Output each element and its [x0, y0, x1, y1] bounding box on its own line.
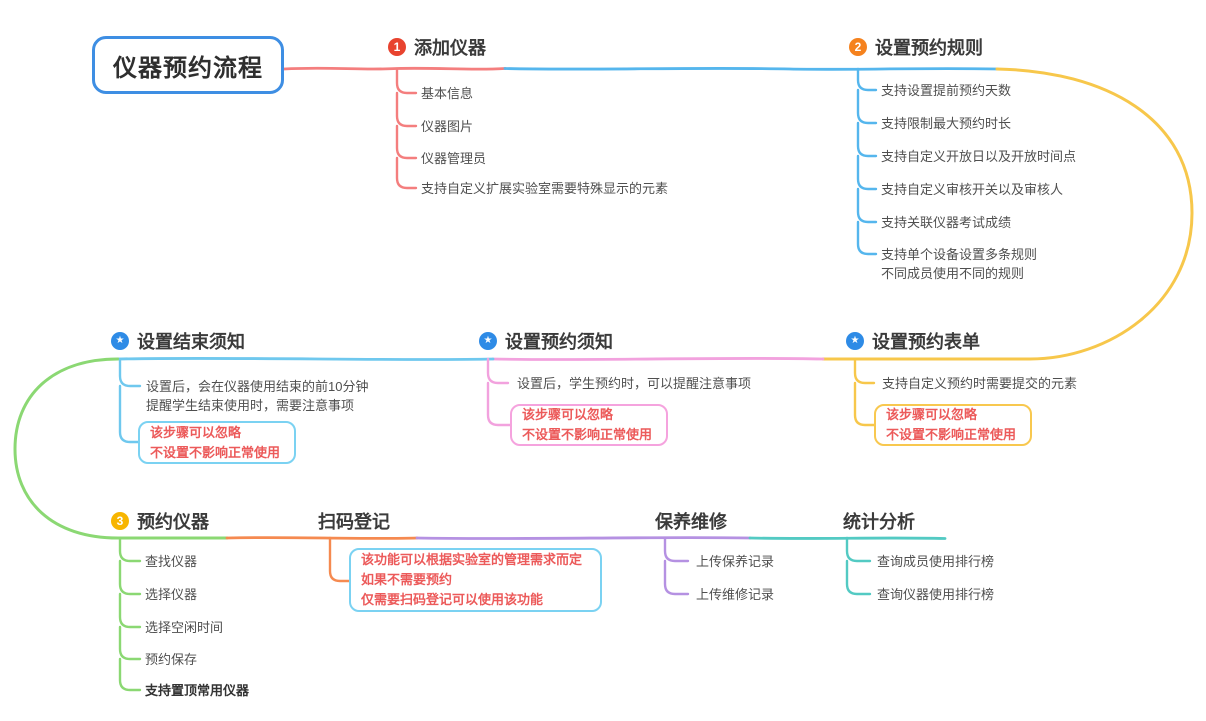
number-2-badge-icon: 2: [849, 38, 867, 56]
number-1-badge-icon: 1: [388, 38, 406, 56]
subtopic-end-notice-desc[interactable]: 设置后，会在仪器使用结束的前10分钟 提醒学生结束使用时，需要注意事项: [146, 379, 369, 413]
topic-add-instrument-label: 添加仪器: [414, 38, 486, 58]
number-3-badge-icon: 3: [111, 512, 129, 530]
topic-reserve-instrument-label: 预约仪器: [137, 512, 209, 532]
subtopic-multiple-rules[interactable]: 支持单个设备设置多条规则 不同成员使用不同的规则: [881, 247, 1038, 281]
stem-statistics: [845, 536, 872, 596]
subtopic-instrument-image[interactable]: 仪器图片: [421, 119, 474, 134]
stem-maintenance: [663, 536, 690, 596]
note-end-notice-optional[interactable]: 该步骤可以忽略 不设置不影响正常使用: [138, 421, 296, 464]
topic-reservation-rules-label: 设置预约规则: [875, 38, 983, 58]
connector-form-to-notice: [491, 356, 825, 361]
subtopic-member-ranking[interactable]: 查询成员使用排行榜: [877, 554, 995, 569]
subtopic-instrument-admin[interactable]: 仪器管理员: [421, 151, 487, 166]
topic-scan-register-label: 扫码登记: [318, 512, 390, 532]
stem-end-notice: [118, 357, 142, 444]
root-topic[interactable]: 仪器预约流程: [92, 36, 284, 94]
stem-add-instrument: [395, 67, 418, 190]
note-reservation-notice-optional[interactable]: 该步骤可以忽略 不设置不影响正常使用: [510, 404, 668, 446]
stem-scan-register: [328, 536, 351, 583]
subtopic-basic-info[interactable]: 基本信息: [421, 86, 474, 101]
topic-reservation-form-label: 设置预约表单: [872, 332, 980, 352]
topic-reservation-form[interactable]: ★ 设置预约表单: [846, 330, 980, 352]
subtopic-advance-days[interactable]: 支持设置提前预约天数: [881, 83, 1012, 98]
topic-scan-register[interactable]: 扫码登记: [318, 510, 390, 532]
subtopic-find-instrument[interactable]: 查找仪器: [145, 554, 198, 569]
connector-end-notice-to-reserve-arc: [13, 357, 229, 540]
topic-end-notice-label: 设置结束须知: [137, 332, 245, 352]
topic-maintenance[interactable]: 保养维修: [655, 510, 727, 532]
connector-root-to-add-instrument: [282, 66, 507, 71]
subtopic-instrument-ranking[interactable]: 查询仪器使用排行榜: [877, 587, 995, 602]
star-badge-icon: ★: [479, 332, 497, 350]
subtopic-max-duration[interactable]: 支持限制最大预约时长: [881, 116, 1012, 131]
topic-reserve-instrument[interactable]: 3 预约仪器: [111, 510, 209, 532]
stem-reserve-instrument: [118, 536, 142, 692]
topic-reservation-rules[interactable]: 2 设置预约规则: [849, 36, 983, 58]
stem-reservation-rules: [856, 67, 878, 256]
topic-statistics[interactable]: 统计分析: [843, 510, 915, 532]
topic-add-instrument[interactable]: 1 添加仪器: [388, 36, 486, 58]
subtopic-pin-favorites[interactable]: 支持置顶常用仪器: [145, 683, 250, 698]
subtopic-upload-maintenance-record[interactable]: 上传保养记录: [696, 554, 775, 569]
subtopic-select-instrument[interactable]: 选择仪器: [145, 587, 198, 602]
star-badge-icon: ★: [846, 332, 864, 350]
subtopic-open-days[interactable]: 支持自定义开放日以及开放时间点: [881, 149, 1077, 164]
subtopic-custom-elements[interactable]: 支持自定义扩展实验室需要特殊显示的元素: [421, 181, 669, 196]
subtopic-exam-score[interactable]: 支持关联仪器考试成绩: [881, 215, 1012, 230]
topic-maintenance-label: 保养维修: [655, 512, 727, 532]
connector-rules-to-form-arc: [821, 67, 1194, 361]
connector-scan-to-maintenance: [415, 536, 752, 540]
subtopic-reservation-notice-desc[interactable]: 设置后，学生预约时，可以提醒注意事项: [517, 376, 752, 391]
topic-end-notice[interactable]: ★ 设置结束须知: [111, 330, 245, 352]
root-topic-label: 仪器预约流程: [113, 54, 263, 82]
star-badge-icon: ★: [111, 332, 129, 350]
note-scan-register-info[interactable]: 该功能可以根据实验室的管理需求而定 如果不需要预约 仅需要扫码登记可以使用该功能: [349, 548, 602, 612]
subtopic-upload-repair-record[interactable]: 上传维修记录: [696, 587, 775, 602]
topic-reservation-notice-label: 设置预约须知: [505, 332, 613, 352]
connector-maintenance-to-statistics: [748, 536, 947, 540]
subtopic-reservation-form-desc[interactable]: 支持自定义预约时需要提交的元素: [882, 376, 1078, 391]
stem-reservation-notice: [486, 357, 512, 427]
subtopic-save-reservation[interactable]: 预约保存: [145, 652, 198, 667]
subtopic-select-free-time[interactable]: 选择空闲时间: [145, 620, 224, 635]
note-reservation-form-optional[interactable]: 该步骤可以忽略 不设置不影响正常使用: [874, 404, 1032, 446]
connector-add-to-rules: [503, 66, 999, 71]
topic-reservation-notice[interactable]: ★ 设置预约须知: [479, 330, 613, 352]
connector-reserve-to-scan: [225, 536, 419, 540]
topic-statistics-label: 统计分析: [843, 512, 915, 532]
stem-reservation-form: [853, 357, 876, 427]
connector-notice-to-end-notice: [116, 356, 495, 361]
subtopic-audit-switch[interactable]: 支持自定义审核开关以及审核人: [881, 182, 1064, 197]
